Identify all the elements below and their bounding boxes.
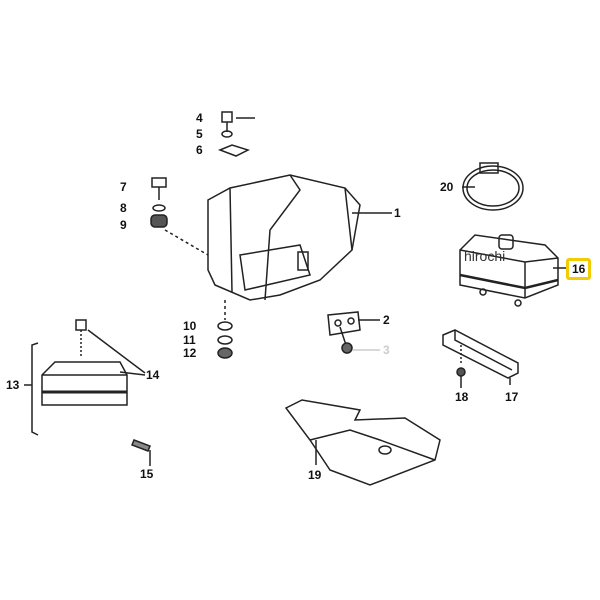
rail-part-17 xyxy=(442,329,519,388)
fasteners-4-6 xyxy=(217,111,255,157)
part-label-13[interactable]: 13 xyxy=(6,378,20,392)
part-label-2[interactable]: 2 xyxy=(383,313,390,327)
part-label-5[interactable]: 5 xyxy=(196,127,203,141)
part-label-16-highlighted[interactable]: 16 xyxy=(566,258,592,280)
mount-part-14 xyxy=(24,319,146,436)
part-label-6[interactable]: 6 xyxy=(196,143,203,157)
box-part-16 xyxy=(459,234,568,307)
part-label-9[interactable]: 9 xyxy=(120,218,127,232)
part-label-8[interactable]: 8 xyxy=(120,201,127,215)
watermark-text: hirochi xyxy=(464,248,506,264)
part-label-17[interactable]: 17 xyxy=(505,390,519,404)
part-label-14[interactable]: 14 xyxy=(146,368,160,382)
part-label-20[interactable]: 20 xyxy=(440,180,454,194)
pin-part-15 xyxy=(131,439,151,466)
fasteners-7-9 xyxy=(150,177,209,256)
part-label-3[interactable]: 3 xyxy=(383,343,390,357)
part-label-10[interactable]: 10 xyxy=(183,319,197,333)
part-label-1[interactable]: 1 xyxy=(394,206,401,220)
part-label-4[interactable]: 4 xyxy=(196,111,203,125)
hose-clamp-part-20 xyxy=(462,162,524,211)
bracket-part-2 xyxy=(327,311,380,354)
part-label-18[interactable]: 18 xyxy=(455,390,469,404)
part-label-15[interactable]: 15 xyxy=(140,467,154,481)
fasteners-10-12 xyxy=(217,300,233,359)
part-label-11[interactable]: 11 xyxy=(183,333,196,347)
tank-part-1 xyxy=(207,174,392,301)
part-label-12[interactable]: 12 xyxy=(183,346,197,360)
plate-part-19 xyxy=(284,399,441,486)
part-label-7[interactable]: 7 xyxy=(120,180,127,194)
part-label-19[interactable]: 19 xyxy=(308,468,322,482)
